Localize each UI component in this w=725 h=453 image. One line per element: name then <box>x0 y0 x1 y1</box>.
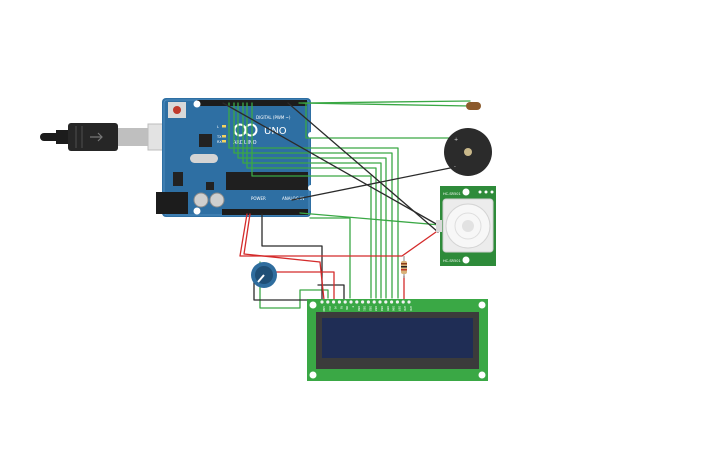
lcd-pin[interactable] <box>372 300 376 304</box>
wire-green[interactable] <box>246 102 377 299</box>
wire-red[interactable] <box>239 213 437 257</box>
lcd-pin[interactable] <box>332 300 336 304</box>
wire-green[interactable] <box>309 217 351 299</box>
wire-green[interactable] <box>233 102 393 299</box>
lcd-pin-label: LED <box>403 306 406 311</box>
lcd-pin[interactable] <box>395 300 399 304</box>
buzzer-minus-label: - <box>454 164 456 170</box>
lcd-16x2-display[interactable] <box>307 299 488 381</box>
lcd-pin[interactable] <box>355 300 359 304</box>
lcd-pin[interactable] <box>378 300 382 304</box>
wire-black[interactable] <box>291 165 461 201</box>
lcd-pin-label: LED <box>409 306 412 311</box>
potentiometer[interactable] <box>251 262 277 288</box>
lcd-pin[interactable] <box>337 300 341 304</box>
atmega-chip <box>226 172 308 190</box>
lcd-pin-label: GND <box>322 306 325 312</box>
pir-model-top: HC-SR501 <box>443 192 461 196</box>
lcd-pin-label: RW <box>345 306 348 311</box>
lcd-pin[interactable] <box>366 300 370 304</box>
lcd-pin[interactable] <box>326 300 330 304</box>
wire-green[interactable] <box>302 100 471 104</box>
lcd-pin[interactable] <box>407 300 411 304</box>
lcd-pin[interactable] <box>384 300 388 304</box>
lcd-pin-label: RS <box>339 306 342 310</box>
lcd-pin[interactable] <box>349 300 353 304</box>
lcd-pin[interactable] <box>320 300 324 304</box>
wire-green[interactable] <box>242 102 382 299</box>
arduino-logo-text: ARDUINO <box>233 140 257 146</box>
lcd-pin-label: V0 <box>334 306 337 310</box>
lcd-pin-label: DB7 <box>397 306 400 311</box>
buzzer-plus-label: + <box>454 137 458 143</box>
lcd-pin-label: VCC <box>328 306 331 311</box>
tx-label: TX <box>216 135 222 139</box>
lcd-pin-label: DB0 <box>357 306 360 311</box>
wire-red[interactable] <box>271 271 335 301</box>
wire-green[interactable] <box>298 102 471 107</box>
lcd-pin-label: DB2 <box>368 306 371 311</box>
wire-green[interactable] <box>299 212 441 226</box>
power-label: POWER <box>251 196 266 201</box>
analog-label: ANALOG IN <box>282 196 304 201</box>
lcd-pin[interactable] <box>390 300 394 304</box>
resistor[interactable] <box>401 256 407 278</box>
lcd-pin[interactable] <box>361 300 365 304</box>
lcd-pin-label: DB3 <box>374 306 377 311</box>
lcd-pin-label: E <box>351 306 354 308</box>
digital-label: DIGITAL (PWM ~) <box>256 115 291 120</box>
lcd-screen <box>322 318 473 358</box>
lcd-pin-label: DB4 <box>380 306 383 311</box>
piezo-buzzer[interactable]: + - <box>444 128 492 176</box>
wire-red[interactable] <box>243 213 325 301</box>
wire-green[interactable] <box>228 102 399 299</box>
lcd-pin-label: DB1 <box>363 306 366 311</box>
photoresistor[interactable] <box>466 102 481 110</box>
wire-black[interactable] <box>287 102 439 233</box>
lcd-pin[interactable] <box>343 300 347 304</box>
power-jack <box>156 192 188 214</box>
arduino-uno-board[interactable]: ARDUINO UNO DIGITAL (PWM ~) ANALOG IN PO… <box>156 98 314 217</box>
lcd-pin-label: DB6 <box>392 306 395 311</box>
power-analog-header[interactable] <box>222 209 308 215</box>
wire-green[interactable] <box>251 102 372 299</box>
pir-motion-sensor[interactable]: HC-SR501 HC-SR501 <box>436 186 496 266</box>
wire-black[interactable] <box>317 284 345 301</box>
lcd-pin[interactable] <box>401 300 405 304</box>
led-l-label: L <box>217 125 219 129</box>
wire-green[interactable] <box>237 102 387 299</box>
wire-black[interactable] <box>261 213 323 301</box>
wire-green[interactable] <box>305 102 461 139</box>
lcd-pin-label: DB5 <box>386 306 389 311</box>
rx-label: RX <box>217 140 222 144</box>
uno-label: UNO <box>264 126 287 137</box>
wire-black[interactable] <box>222 102 439 226</box>
pir-model-bottom: HC-SR501 <box>443 259 461 263</box>
wire-black[interactable] <box>253 277 315 301</box>
